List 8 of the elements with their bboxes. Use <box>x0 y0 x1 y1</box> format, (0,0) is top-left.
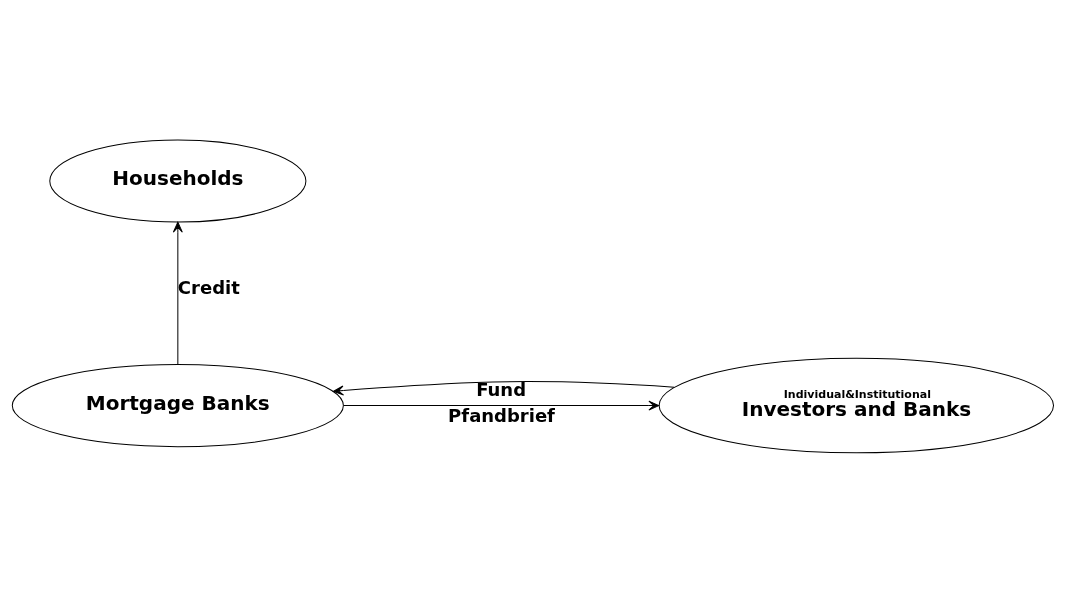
arrow <box>332 380 675 396</box>
node-ellipse: Households <box>49 139 307 223</box>
arrow <box>343 400 660 411</box>
arrow <box>172 221 183 365</box>
edge-label: Fund <box>476 378 527 400</box>
edge-label: Credit <box>177 276 240 298</box>
node-ellipse: Individual&Institutional Investors and Banks <box>658 357 1054 453</box>
edge-label: Pfandbrief <box>448 404 555 426</box>
